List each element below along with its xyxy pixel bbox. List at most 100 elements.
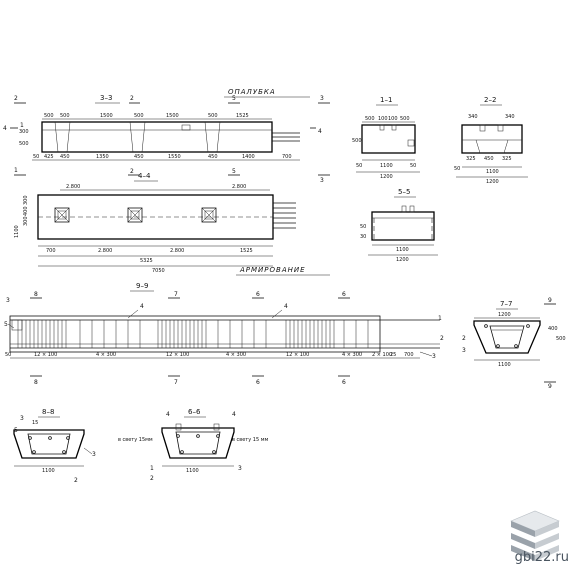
svg-text:3: 3 [320, 177, 324, 184]
cut-mark-5: 5 [232, 95, 236, 102]
view-9-9: 9–9 3 8 7 6 6 4 4 5 1 2 3 50 [4, 282, 444, 386]
svg-text:5325: 5325 [140, 258, 153, 264]
svg-text:3: 3 [20, 415, 24, 422]
svg-text:1200: 1200 [380, 174, 393, 180]
svg-text:50: 50 [33, 154, 39, 160]
svg-text:3: 3 [432, 353, 436, 360]
svg-text:4 × 300: 4 × 300 [226, 352, 246, 358]
svg-text:4 × 300: 4 × 300 [342, 352, 362, 358]
svg-text:12 × 100: 12 × 100 [286, 352, 309, 358]
svg-text:4: 4 [232, 411, 236, 418]
svg-text:2: 2 [440, 335, 444, 342]
svg-text:1350: 1350 [96, 154, 109, 160]
view-8-8: 8–8 3 5 15 3 1100 2 [13, 408, 96, 484]
svg-text:400: 400 [23, 206, 29, 216]
cut-mark-4-left: 4 [3, 125, 7, 132]
svg-text:7050: 7050 [152, 268, 165, 274]
cut-mark-2-top: 2 [14, 95, 18, 102]
stacked-slabs-logo [510, 510, 560, 561]
svg-text:3: 3 [238, 465, 242, 472]
svg-text:1: 1 [20, 122, 24, 129]
view-3-3: 3–3 2 2 5 3 500 500 1500 500 1500 500 15… [3, 94, 330, 184]
view-6-6: 6–6 4 4 в свету 15мм в свету 15 мм 1100 … [118, 408, 268, 482]
section-title-5-5: 5–5 [398, 188, 410, 196]
svg-text:3: 3 [462, 347, 466, 354]
svg-text:50: 50 [360, 224, 366, 230]
svg-text:5: 5 [232, 168, 236, 175]
svg-text:1525: 1525 [236, 113, 249, 119]
svg-text:500: 500 [365, 116, 375, 122]
svg-text:700: 700 [404, 352, 414, 358]
svg-text:450: 450 [208, 154, 218, 160]
svg-text:2.800: 2.800 [170, 248, 184, 254]
svg-text:4 × 300: 4 × 300 [96, 352, 116, 358]
svg-text:325: 325 [502, 156, 512, 162]
lifting-pocket [127, 207, 143, 223]
svg-text:8: 8 [34, 379, 38, 386]
heading-formwork: ОПАЛУБКА [228, 88, 276, 96]
view-2-2: 2–2 340 340 325 450 325 50 1100 1200 [454, 96, 528, 185]
svg-text:1100: 1100 [380, 163, 393, 169]
svg-text:15: 15 [32, 420, 38, 426]
svg-text:1550: 1550 [168, 154, 181, 160]
svg-text:4: 4 [166, 411, 170, 418]
svg-text:2: 2 [74, 477, 78, 484]
section-title-1-1: 1–1 [380, 96, 392, 104]
svg-text:1525: 1525 [240, 248, 253, 254]
svg-text:300: 300 [23, 216, 29, 226]
svg-text:9: 9 [548, 297, 552, 304]
svg-text:500: 500 [208, 113, 218, 119]
svg-text:3: 3 [6, 297, 10, 304]
cut-mark-2b: 2 [130, 95, 134, 102]
svg-text:1: 1 [150, 465, 154, 472]
svg-text:100: 100 [378, 116, 388, 122]
svg-text:6: 6 [256, 291, 260, 298]
svg-text:1100: 1100 [498, 362, 511, 368]
svg-text:500: 500 [60, 113, 70, 119]
section-title-9-9: 9–9 [136, 282, 148, 290]
svg-text:7: 7 [174, 291, 178, 298]
svg-text:2.800: 2.800 [66, 184, 80, 190]
section-title-6-6: 6–6 [188, 408, 201, 416]
heading-reinforcement: АРМИРОВАНИЕ [239, 266, 306, 274]
svg-text:8: 8 [34, 291, 38, 298]
watermark-site: gbi22.ru [514, 550, 569, 565]
svg-text:1200: 1200 [486, 179, 499, 185]
section-title-7-7: 7–7 [500, 300, 512, 308]
svg-text:2.800: 2.800 [98, 248, 112, 254]
view-5-5: 5–5 50 30 1100 1200 [360, 188, 438, 263]
svg-text:2 × 100: 2 × 100 [372, 352, 392, 358]
svg-text:300: 300 [23, 195, 29, 205]
svg-text:1100: 1100 [186, 468, 199, 474]
section-title-8-8: 8–8 [42, 408, 54, 416]
svg-text:1500: 1500 [100, 113, 113, 119]
svg-text:340: 340 [468, 114, 478, 120]
svg-text:1200: 1200 [396, 257, 409, 263]
svg-text:1400: 1400 [242, 154, 255, 160]
svg-text:450: 450 [60, 154, 70, 160]
svg-text:25: 25 [390, 352, 396, 358]
svg-text:4: 4 [140, 303, 144, 310]
svg-text:9: 9 [548, 383, 552, 390]
svg-text:6: 6 [256, 379, 260, 386]
svg-text:450: 450 [484, 156, 494, 162]
svg-text:12 × 100: 12 × 100 [34, 352, 57, 358]
section-title-2-2: 2–2 [484, 96, 496, 104]
section-title-3-3: 3–3 [100, 94, 112, 102]
svg-text:5: 5 [4, 321, 8, 328]
svg-text:425: 425 [44, 154, 54, 160]
svg-text:2.800: 2.800 [232, 184, 246, 190]
svg-text:2: 2 [130, 168, 134, 175]
svg-text:500: 500 [352, 138, 362, 144]
svg-text:340: 340 [505, 114, 515, 120]
svg-text:400: 400 [548, 326, 558, 332]
svg-text:1100: 1100 [396, 247, 409, 253]
lifting-pocket [201, 207, 217, 223]
svg-text:50: 50 [356, 163, 362, 169]
svg-text:7: 7 [174, 379, 178, 386]
section-title-4-4: 4–4 [138, 172, 151, 180]
svg-text:50: 50 [410, 163, 416, 169]
svg-text:1100: 1100 [14, 225, 20, 238]
